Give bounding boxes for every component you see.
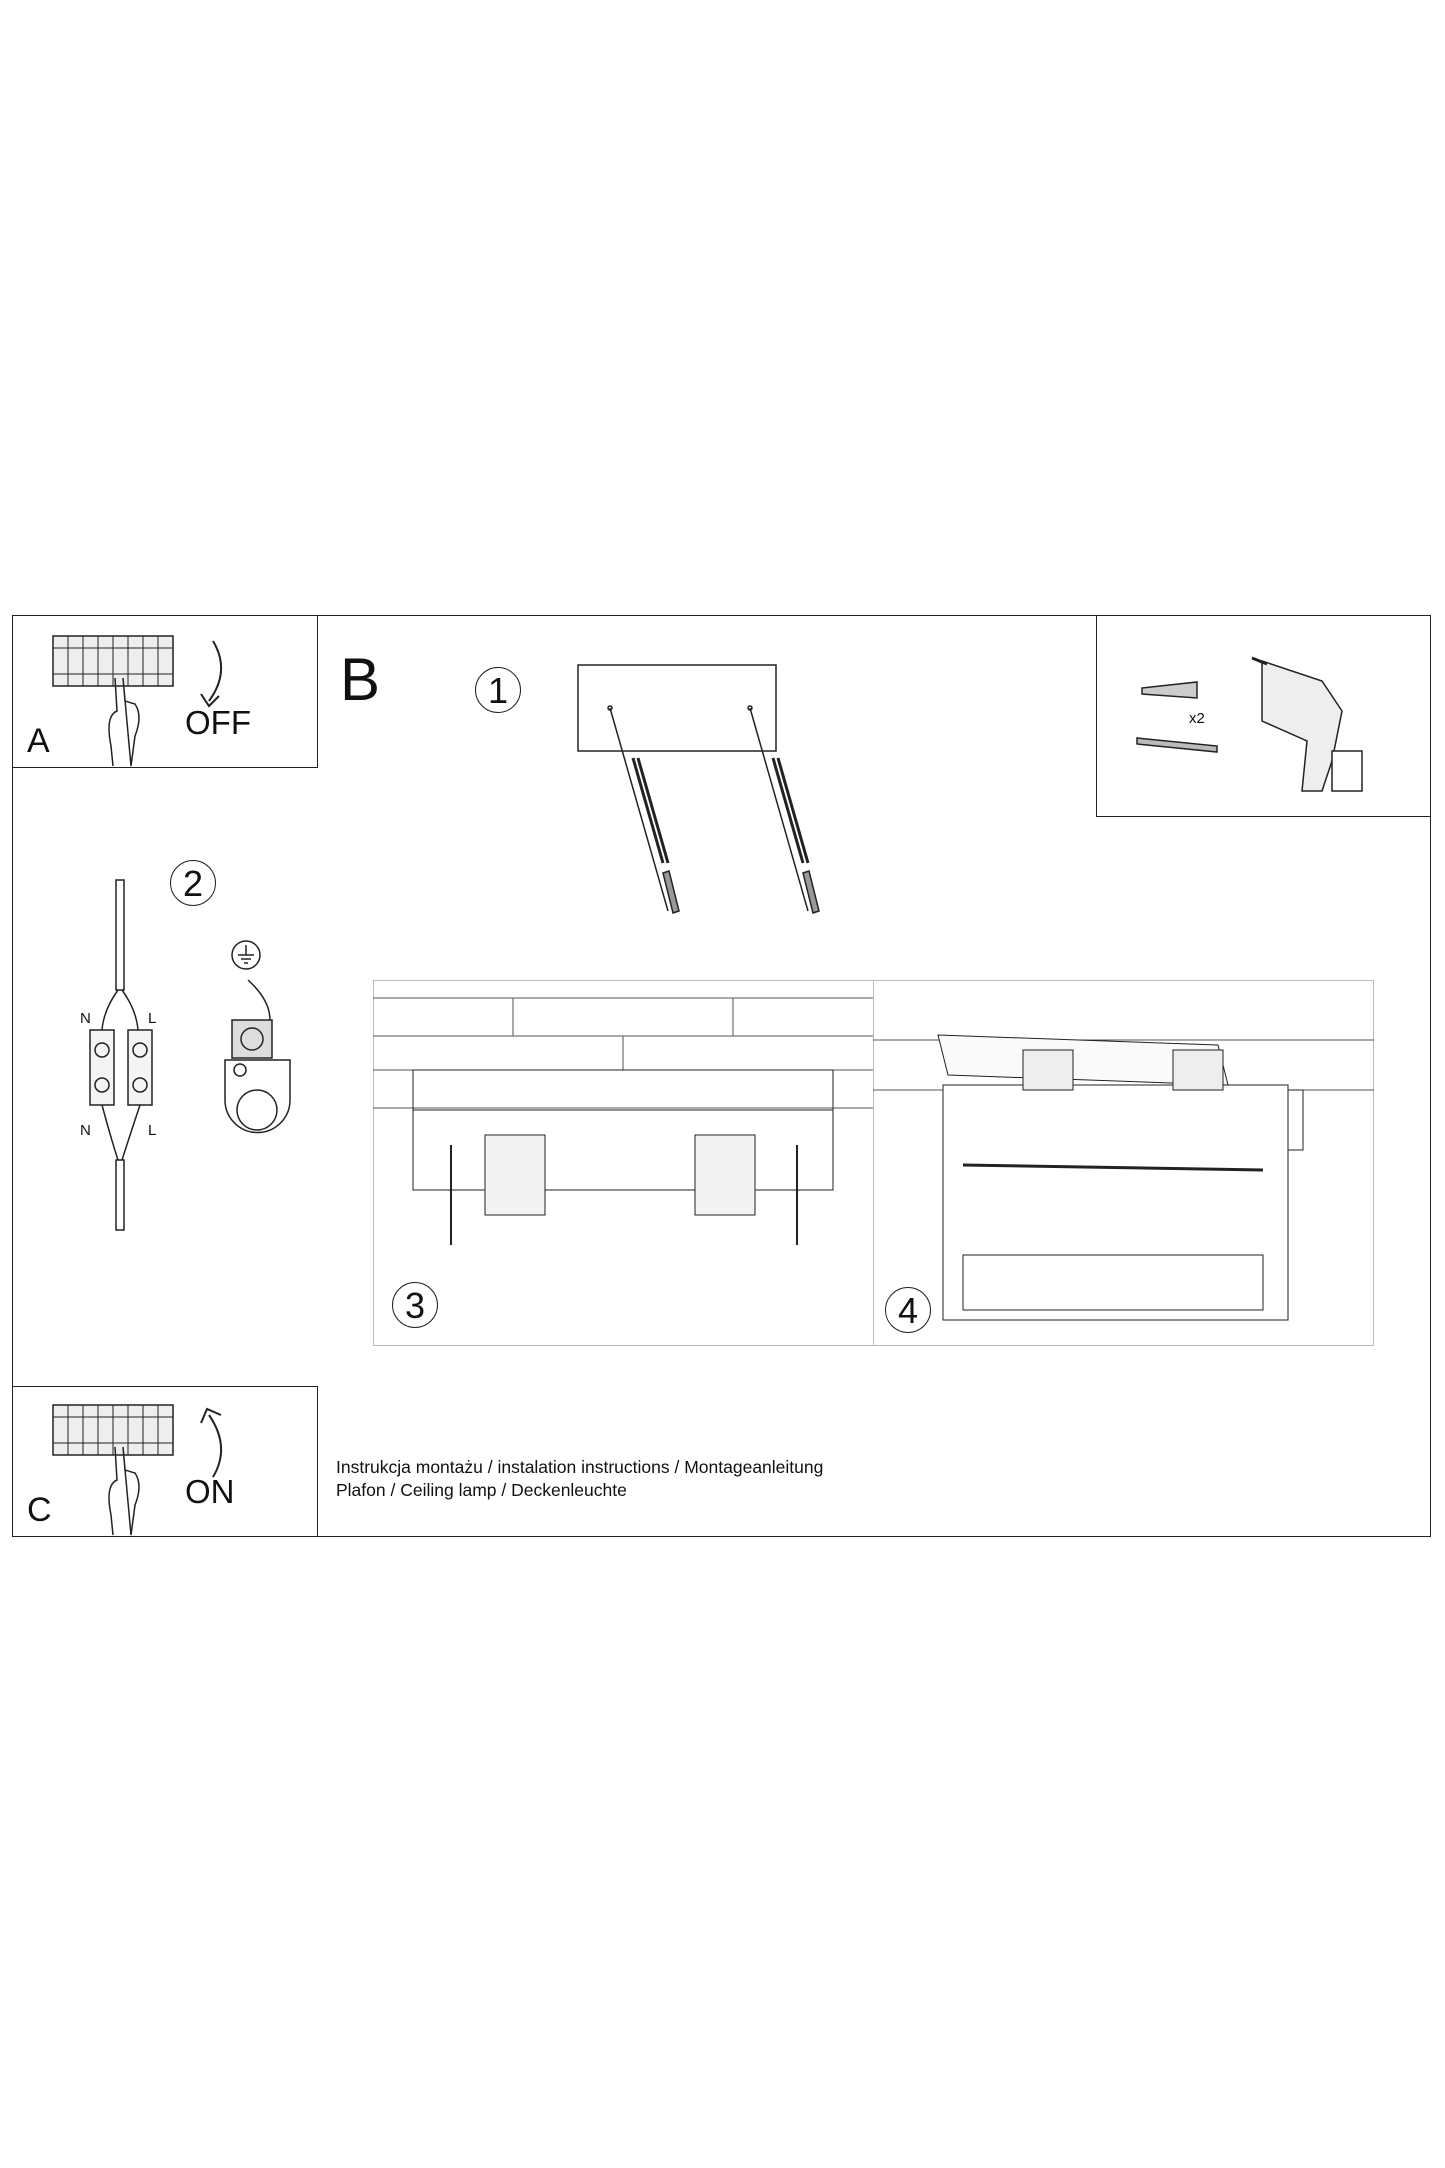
caption-line-2: Plafon / Ceiling lamp / Deckenleuchte [336,1480,627,1500]
caption-line-1: Instrukcja montażu / instalation instruc… [336,1457,824,1477]
live-top-label: L [148,1010,157,1027]
panel-b-letter: B [340,646,381,713]
drilling-ceiling-illustration [577,664,820,914]
mounting-illustrations [373,997,1374,1321]
neutral-top-label: N [80,1010,91,1027]
breaker-hand-icon [52,635,223,767]
drill-wallplug-screw-icon [1136,656,1363,792]
step-4-number: 4 [885,1287,931,1333]
neutral-bottom-label: N [80,1122,91,1139]
wiring-diagram [89,879,291,1231]
on-label: ON [185,1473,235,1510]
tools-box: x2 [1096,615,1431,817]
step-3-number: 3 [392,1282,438,1328]
panel-a-letter: A [27,722,50,760]
instruction-frame [12,615,1431,1537]
panel-divider [873,980,874,1346]
caption: Instrukcja montażu / instalation instruc… [336,1456,823,1502]
breaker-hand-icon [52,1404,223,1536]
panel-c-letter: C [27,1491,52,1529]
panel-a-power-off: A OFF [12,615,318,768]
panel-c-power-on: C ON [12,1386,318,1537]
live-bottom-label: L [148,1122,157,1139]
off-label: OFF [185,704,251,741]
step-2-number: 2 [170,860,216,906]
step-1-number: 1 [475,667,521,713]
quantity-label: x2 [1189,710,1205,727]
